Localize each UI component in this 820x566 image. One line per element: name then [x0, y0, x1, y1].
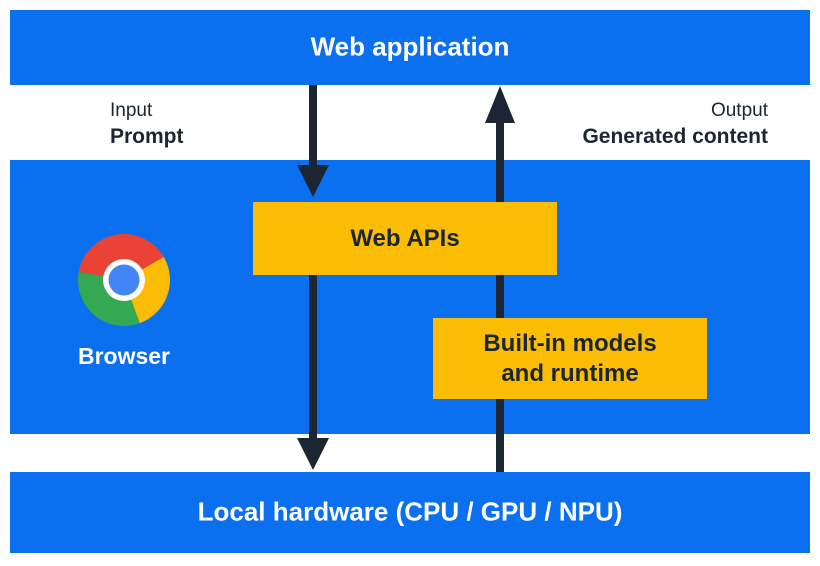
local-hardware-label: Local hardware (CPU / GPU / NPU) [197, 495, 623, 526]
output-arrow-line [496, 120, 504, 472]
input-arrow-line-upper [309, 85, 317, 167]
local-hardware-layer: Local hardware (CPU / GPU / NPU) [10, 472, 810, 553]
input-value: Prompt [110, 125, 184, 148]
builtin-models-box: Built-in models and runtime [433, 318, 707, 399]
web-application-layer: Web application [10, 10, 810, 85]
input-arrow-line-lower [309, 275, 317, 440]
output-arrow-head [485, 86, 515, 123]
web-apis-box: Web APIs [253, 202, 557, 275]
output-title: Output [710, 100, 768, 121]
chrome-icon [78, 234, 170, 326]
input-arrow-head-lower [297, 438, 329, 470]
output-annotation: Output Generated content [582, 98, 768, 150]
input-annotation: Input Prompt [110, 98, 184, 150]
output-value: Generated content [582, 125, 768, 148]
browser-label: Browser [77, 343, 171, 369]
input-arrow-head-upper [297, 165, 329, 197]
web-application-label: Web application [310, 30, 510, 61]
input-title: Input [110, 100, 153, 121]
